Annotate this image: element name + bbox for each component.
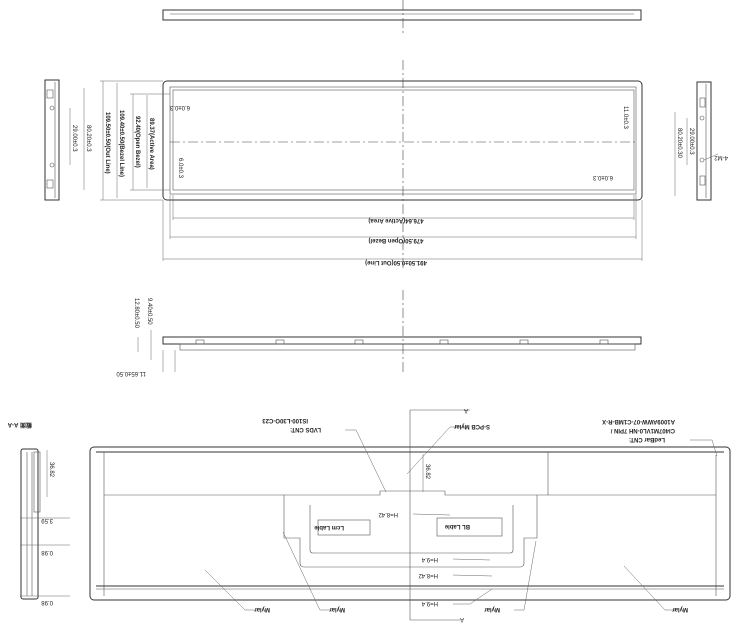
- section-marker-top: A: [464, 407, 468, 413]
- bottom-dim-11-65: 11.65±0.50: [116, 370, 146, 376]
- height-label-4: H=9.4: [421, 600, 438, 606]
- bottom-dim-9-40: 9.40±0.50: [146, 298, 152, 325]
- left-side-view: 80.20±0.3 29.00±0.3: [44, 79, 91, 201]
- dim-open-bezel-width: 479.50(Open Bezel): [368, 237, 423, 243]
- ledbar-cnt-part-2: A1009AWW-07-C1MB-R-X: [602, 418, 675, 424]
- top-edge-view: [162, 0, 642, 36]
- right-dim-80-20: 80.20±0.30: [676, 128, 682, 159]
- section-dim-0-98-a: 0.98: [41, 549, 53, 555]
- section-dim-36-82: 36.82: [48, 462, 54, 478]
- bl-label: BL Lable: [444, 523, 470, 529]
- dim-offset-top-left: 6.0±0.3: [169, 104, 190, 110]
- screw-label: 4-M2: [714, 154, 728, 160]
- back-view: A A LedBar CNT: CI407M1VL0-NH 7PIN / A10…: [89, 407, 731, 622]
- lvds-cnt-label: LVDS CNT:: [290, 426, 321, 432]
- back-dim-36-82: 36.82: [424, 464, 430, 480]
- dim-offset-bottom-right: 6.0±0.3: [592, 174, 613, 180]
- left-dim-80-20: 80.20±0.3: [85, 125, 91, 152]
- section-title: 截面 A-A: [7, 421, 32, 429]
- ledbar-cnt-label: LedBar CNT:: [629, 436, 665, 442]
- mylar-label-3: Mylar: [484, 606, 500, 612]
- dim-bezel-line-height: 109.40±0.50(Bezel Line): [118, 110, 124, 177]
- left-dim-29-00: 29.00±0.3: [71, 125, 77, 152]
- front-view: 476.64(Active Area) 479.50(Open Bezel) 4…: [100, 60, 643, 270]
- ledbar-cnt-part-1: CI407M1VL0-NH 7PIN /: [610, 427, 675, 433]
- right-side-view: 80.20±0.30 29.00±0.3 4-M2: [674, 81, 728, 201]
- section-dim-0-98-b: 0.98: [41, 599, 53, 605]
- dim-open-bezel-height: 92.40(Open Bezel): [134, 116, 140, 168]
- dim-active-area-height: 89.37(Active Area): [148, 118, 154, 170]
- ledbar-cnt-callout: LedBar CNT: CI407M1VL0-NH 7PIN / A1009AW…: [602, 418, 718, 457]
- height-label-2: H=9.4: [421, 556, 438, 562]
- mylar-label-2: Mylar: [329, 606, 345, 612]
- spcb-mylar-label: S-PCB Mylar: [453, 423, 490, 429]
- bottom-side-view: 12.80±0.50 9.40±0.50 11.65±0.50: [116, 290, 642, 376]
- dim-out-line-height: 109.50±0.50(Out Line): [104, 112, 110, 174]
- section-dim-3-59: 3.59: [41, 517, 53, 523]
- lvds-cnt-callout: LVDS CNT: IS100-L30O-C23: [262, 417, 387, 493]
- bottom-dim-12-80: 12.80±0.50: [133, 298, 139, 329]
- mylar-label-1: Mylar: [254, 606, 270, 612]
- height-label-1: H=8.42: [378, 511, 398, 517]
- right-dim-29-00: 29.00±0.3: [688, 128, 694, 155]
- dim-out-line-width: 491.50±0.50(Out Line): [365, 259, 427, 265]
- lcm-label: Lcm Lable: [314, 524, 344, 530]
- lvds-cnt-part: IS100-L30O-C23: [262, 417, 308, 423]
- section-a-a: 截面 A-A 36.82 3.59 0.98 0.98: [7, 421, 70, 605]
- height-label-3: H=8.42: [418, 572, 438, 578]
- section-marker-bottom: A: [460, 616, 464, 622]
- dim-active-area-width: 476.64(Active Area): [368, 217, 423, 223]
- dim-offset-left: 6.0±0.3: [177, 158, 183, 179]
- dim-offset-right: 11.0±0.3: [622, 106, 628, 130]
- spcb-mylar-callout: S-PCB Mylar: [406, 423, 490, 475]
- mylar-label-4: Mylar: [672, 606, 688, 612]
